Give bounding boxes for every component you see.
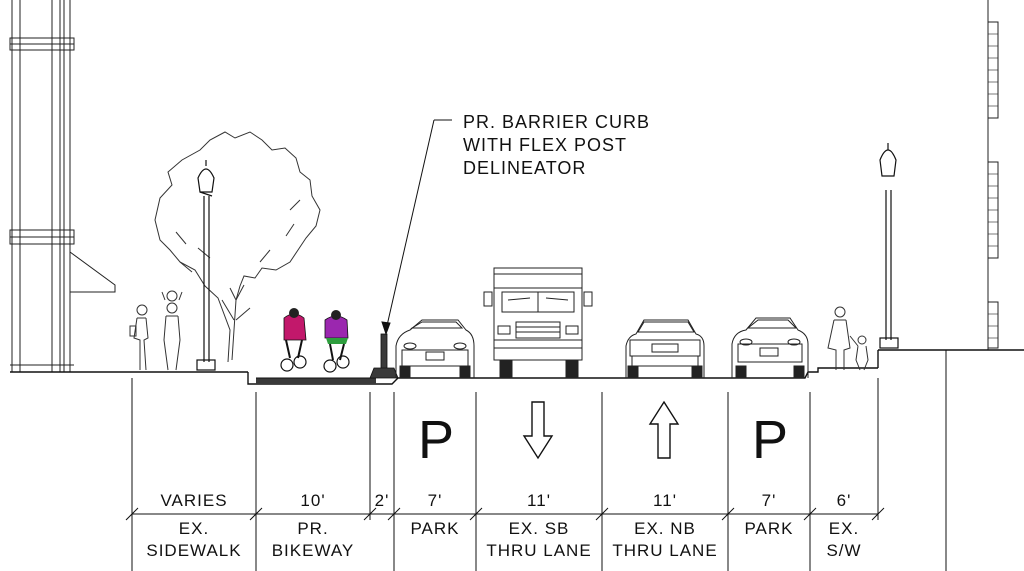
ground-profile xyxy=(10,349,1024,385)
callout-line-3: DELINEATOR xyxy=(463,158,586,178)
callout-line-1: PR. BARRIER CURB xyxy=(463,112,650,132)
segment-type-sb: EX. SB xyxy=(509,519,570,538)
segment-name-sidewalk: SIDEWALK xyxy=(146,541,241,560)
segment-width-buffer: 2' xyxy=(375,491,390,510)
parked-car-left xyxy=(395,319,475,379)
pedestrians-right xyxy=(827,306,869,371)
bikeway-pavement xyxy=(256,378,376,384)
segment-width-park-right: 7' xyxy=(762,491,777,510)
extension-lines xyxy=(131,350,947,571)
segment-width-sw: 6' xyxy=(837,491,852,510)
segment-name-sb: THRU LANE xyxy=(486,541,591,560)
parked-car-right xyxy=(731,317,809,379)
dimension-line xyxy=(125,507,885,521)
cyclist-left xyxy=(280,308,307,372)
street-light-left xyxy=(196,160,216,371)
segment-labels: VARIES EX. SIDEWALK 10' PR. BIKEWAY 2' 7… xyxy=(146,491,861,560)
callout-line-2: WITH FLEX POST xyxy=(463,135,627,155)
car-nb xyxy=(625,319,705,379)
right-building xyxy=(987,0,999,350)
left-building xyxy=(9,0,116,372)
segment-name-bikeway: BIKEWAY xyxy=(272,541,355,560)
barrier-curb xyxy=(369,333,399,379)
segment-type-nb: EX. NB xyxy=(634,519,696,538)
pedestrians-left xyxy=(129,290,183,371)
segment-type-park-left: PARK xyxy=(410,519,459,538)
segment-type-bikeway: PR. xyxy=(297,519,328,538)
street-light-right xyxy=(879,143,899,349)
callout-leader xyxy=(381,119,452,336)
segment-name-sw: S/W xyxy=(826,541,861,560)
cyclist-right xyxy=(323,310,350,373)
segment-type-sw: EX. xyxy=(829,519,859,538)
segment-name-nb: THRU LANE xyxy=(612,541,717,560)
segment-width-sidewalk: VARIES xyxy=(160,491,227,510)
segment-width-park-left: 7' xyxy=(428,491,443,510)
parking-symbol-right: P xyxy=(752,410,788,470)
segment-width-sb: 11' xyxy=(527,491,551,510)
segment-type-park-right: PARK xyxy=(744,519,793,538)
arrow-up-icon xyxy=(648,400,680,459)
truck xyxy=(483,267,593,379)
segment-width-nb: 11' xyxy=(653,491,677,510)
arrow-down-icon xyxy=(522,401,554,460)
segment-width-bikeway: 10' xyxy=(300,491,325,510)
parking-symbol-left: P xyxy=(418,410,454,470)
segment-type-sidewalk: EX. xyxy=(179,519,209,538)
